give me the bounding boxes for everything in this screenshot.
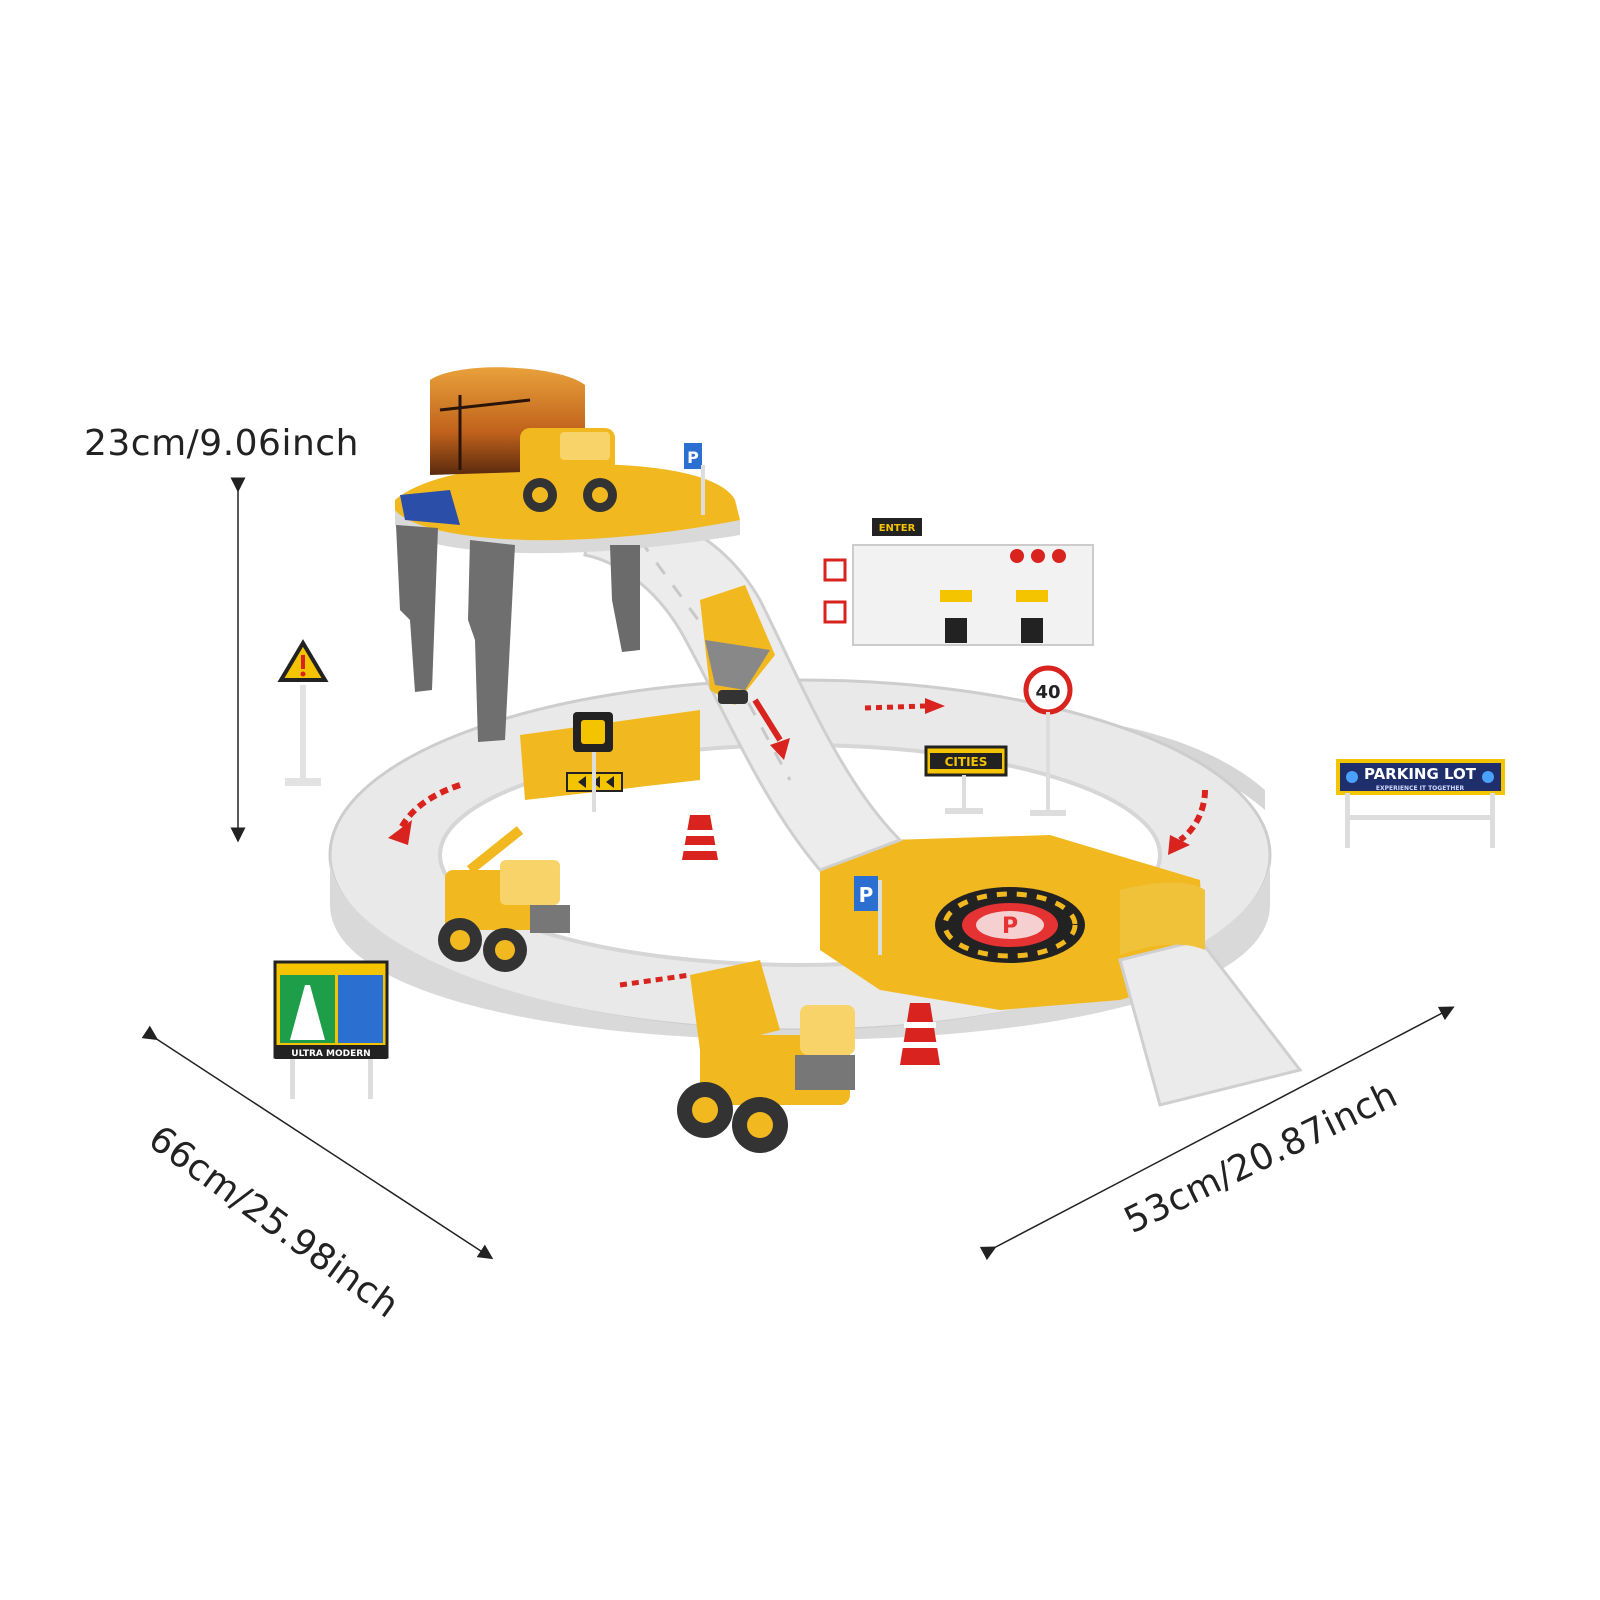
svg-text:40: 40: [1035, 682, 1060, 703]
direction-arrow-top: [864, 698, 945, 714]
height-dimension-label: 23cm/9.06inch: [84, 423, 359, 464]
direction-arrow-right: [1168, 789, 1208, 855]
svg-text:EXPERIENCE IT TOGETHER: EXPERIENCE IT TOGETHER: [1376, 785, 1465, 792]
svg-text:PARKING LOT: PARKING LOT: [1364, 765, 1477, 783]
cement-mixer-truck: [677, 960, 855, 1153]
hub-p-letter: P: [1002, 914, 1018, 939]
direction-arrow-ramp: [752, 698, 790, 760]
width-dimension-line: [979, 1006, 1455, 1261]
parking-lot-sign: PARKING LOT EXPERIENCE IT TOGETHER: [1336, 759, 1505, 848]
svg-text:ULTRA MODERN: ULTRA MODERN: [291, 1049, 370, 1059]
warning-triangle-sign: [277, 639, 329, 786]
helipad-parking-circle: P: [935, 887, 1085, 963]
support-pillars: [396, 525, 640, 742]
svg-text:CITIES: CITIES: [945, 755, 988, 769]
yellow-track-segment: [520, 710, 700, 800]
parking-gate-structure: ENTER: [823, 518, 1094, 646]
ultra-modern-sign: ULTRA MODERN: [273, 960, 389, 1099]
crane-truck: [438, 826, 570, 972]
depth-dimension-line: [141, 1025, 494, 1260]
svg-text:ENTER: ENTER: [879, 523, 916, 534]
dump-truck-top: [520, 428, 617, 512]
svg-text:P: P: [859, 883, 874, 907]
dump-truck-ramp: [700, 585, 775, 705]
traffic-cone-2: [900, 1003, 940, 1065]
direction-arrow-left: [388, 782, 461, 845]
parking-p-sign-top: P: [684, 443, 705, 515]
speed-limit-sign: 40: [1023, 665, 1073, 816]
svg-text:P: P: [687, 448, 699, 467]
cities-sign: CITIES: [924, 745, 1008, 814]
parking-p-sign-hub: P: [854, 876, 882, 955]
traffic-cone-1: [682, 815, 718, 860]
car-chevron-sign: [566, 712, 623, 812]
